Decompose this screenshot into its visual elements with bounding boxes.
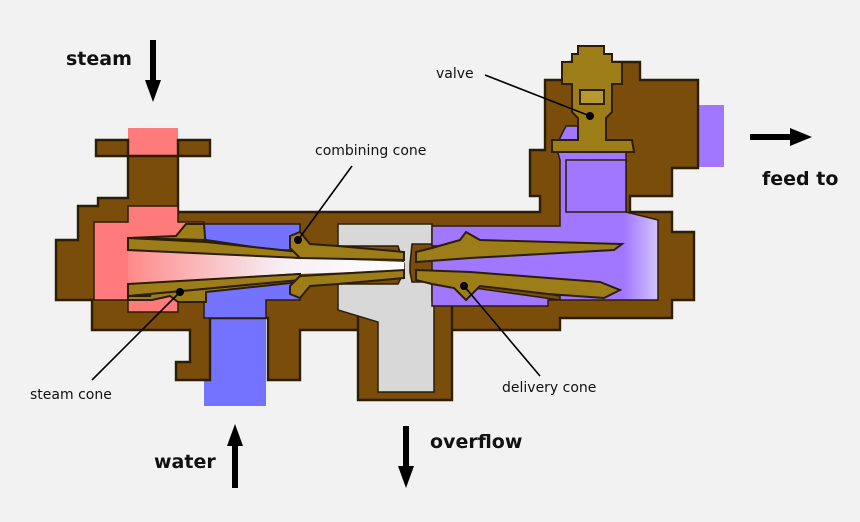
feed-to-label: feed to: [762, 168, 838, 190]
delivery-cone: [415, 230, 625, 302]
valve: [551, 45, 636, 153]
steam-cone-label: steam cone: [30, 387, 112, 403]
arrow-down-icon: [145, 40, 161, 102]
steam-cone: [127, 223, 301, 303]
valve-leader: [484, 74, 594, 120]
water-inlet-pipe: [204, 318, 266, 406]
delivery-cone-label: delivery cone: [502, 380, 596, 396]
overflow-label: overflow: [430, 431, 522, 453]
arrow-up-icon: [227, 424, 243, 488]
combining-cone: [289, 230, 405, 300]
steam-cone-leader: [91, 288, 184, 381]
steam-label: steam: [66, 48, 132, 70]
feed-passage: [565, 159, 627, 213]
combining-cone-leader: [294, 165, 353, 244]
combining-cone-label: combining cone: [315, 143, 426, 159]
water-label: water: [154, 451, 216, 473]
delivery-cone-leader: [460, 282, 541, 377]
arrow-down-icon: [398, 426, 414, 488]
arrow-right-icon: [750, 128, 812, 146]
valve-label: valve: [436, 66, 474, 82]
